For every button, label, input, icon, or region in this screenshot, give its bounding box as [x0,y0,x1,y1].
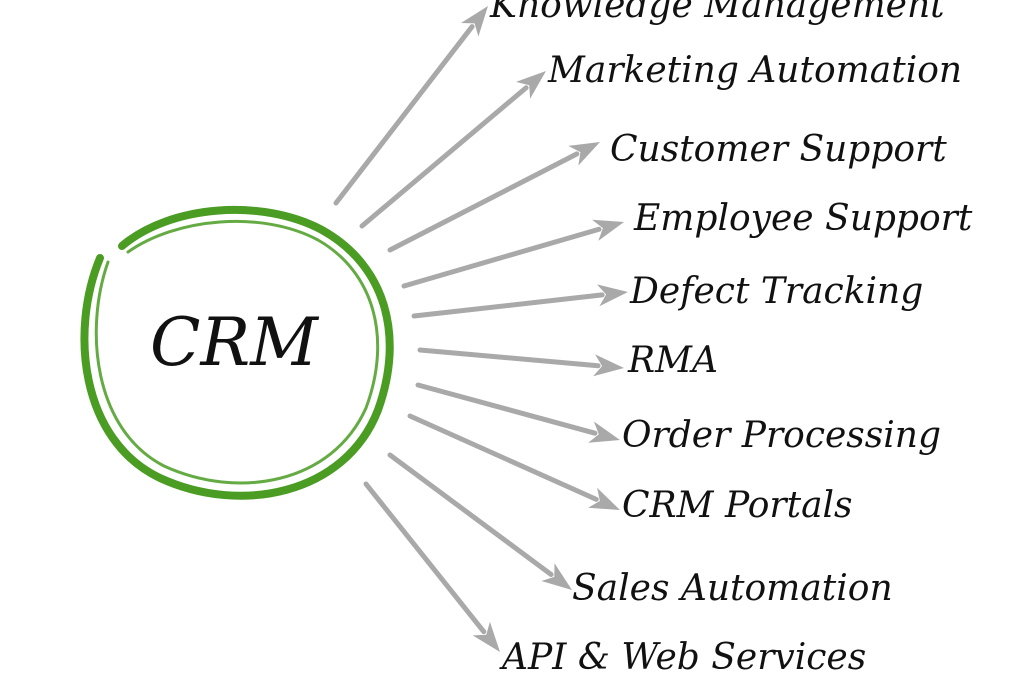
arrow-shaft [333,24,475,206]
arrow-shaft [407,413,599,502]
crm-ring-stroke-inner [94,219,380,485]
crm-ring [80,206,394,500]
label-employee-support: Employee Support [634,198,973,239]
arrow-head [593,354,624,377]
arrow-head [516,71,546,99]
crm-ring-stroke [80,206,394,500]
label-defect-tracking: Defect Tracking [630,271,924,312]
crm-center-label: CRM [150,304,318,381]
arrow-shaft [401,226,602,289]
arrow-order-processing [415,382,620,443]
arrow-head [541,563,572,590]
label-marketing-automation: Marketing Automation [548,50,963,91]
arrow-employee-support [401,219,624,289]
arrow-head [588,421,620,443]
arrow-marketing-automation [359,71,546,229]
arrow-shaft [411,292,605,319]
arrow-shaft [387,452,554,578]
arrow-api-web-services [363,481,500,652]
arrow-sales-automation [387,452,572,590]
label-order-processing: Order Processing [622,415,941,456]
arrow-shaft [415,382,598,436]
label-customer-support: Customer Support [610,129,947,170]
arrow-rma [417,347,624,377]
arrow-shaft [387,151,580,253]
label-rma: RMA [628,340,718,381]
arrow-crm-portals [407,413,620,510]
arrow-shaft [417,347,601,369]
arrow-defect-tracking [411,284,628,319]
label-knowledge-management: Knowledge Management [490,0,945,26]
arrow-customer-support [387,142,600,253]
arrow-shaft [359,85,529,229]
arrow-head [592,219,624,241]
label-sales-automation: Sales Automation [572,568,893,609]
arrow-shaft [363,481,487,635]
arrow-head [472,621,500,652]
arrow-group [333,6,628,652]
arrow-head [588,487,620,510]
arrow-head [597,284,628,307]
arrow-knowledge-management [333,6,488,206]
arrow-head [461,6,488,37]
label-crm-portals: CRM Portals [622,485,853,526]
arrow-head [568,142,600,166]
label-api-web-services: API & Web Services [502,637,867,678]
